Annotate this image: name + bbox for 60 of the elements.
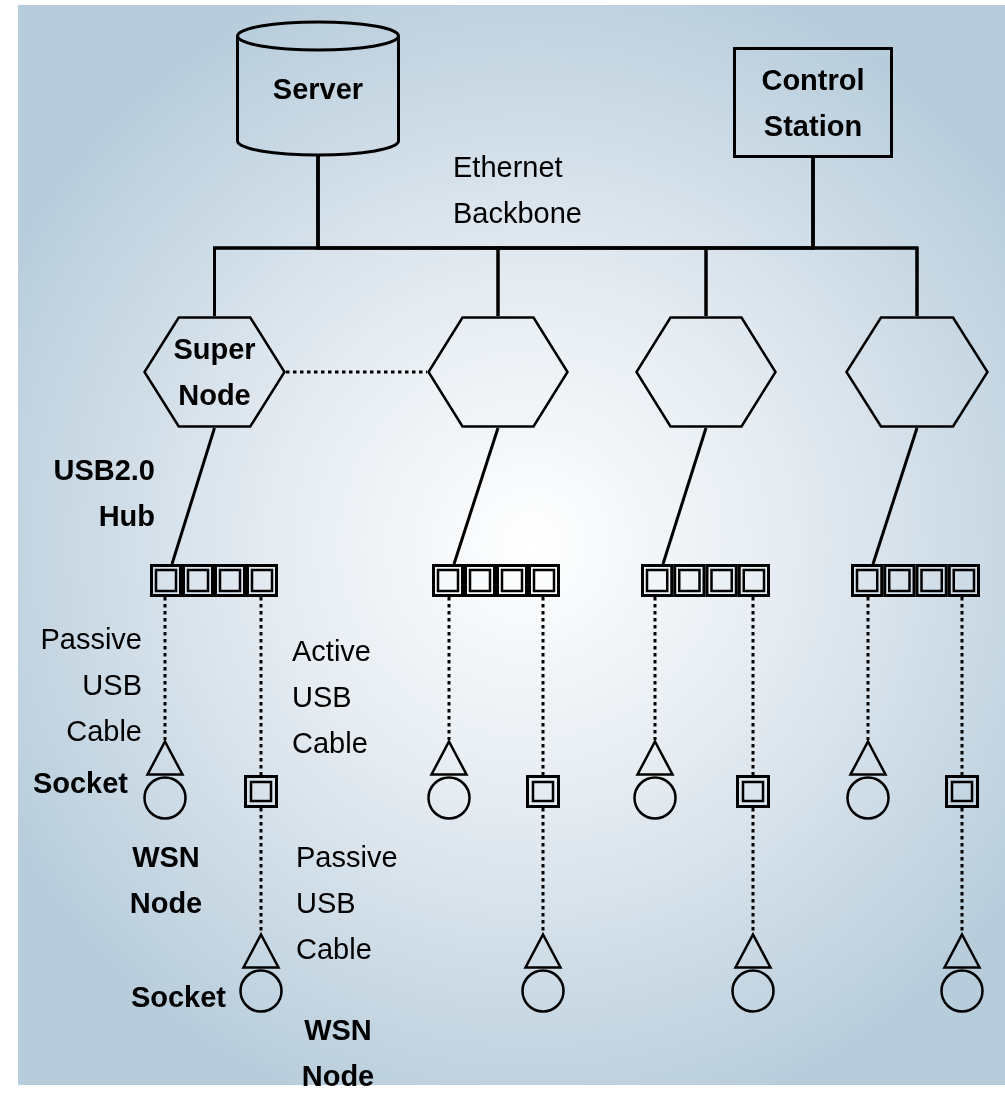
socket-triangle bbox=[943, 933, 981, 969]
connector-line bbox=[452, 427, 500, 565]
dotted-cable-line bbox=[541, 597, 545, 775]
connector-line bbox=[811, 158, 919, 316]
component-label: Socket bbox=[129, 980, 226, 1015]
sensor-node-circle bbox=[521, 969, 565, 1013]
socket-triangle bbox=[734, 933, 772, 969]
cable-label: Active USB Cable bbox=[292, 634, 372, 761]
node-label: Super Node bbox=[172, 332, 257, 413]
dotted-cable-line bbox=[259, 597, 263, 775]
component-label: USB2.0 Hub bbox=[52, 453, 155, 534]
dotted-cable-line bbox=[960, 808, 964, 933]
socket-triangle bbox=[524, 933, 562, 969]
hexagon-node bbox=[845, 316, 989, 428]
dotted-cable-line bbox=[751, 808, 755, 933]
usb-hub bbox=[851, 564, 980, 597]
usb-hub bbox=[150, 564, 278, 597]
sensor-node-circle bbox=[731, 969, 775, 1013]
socket-triangle bbox=[430, 740, 468, 776]
node-label: Control Station bbox=[760, 62, 866, 144]
hexagon-node bbox=[143, 316, 286, 428]
dotted-cable-line bbox=[751, 597, 755, 775]
socket-triangle bbox=[849, 740, 887, 776]
hexagon-node bbox=[427, 316, 569, 428]
repeater-box bbox=[526, 775, 560, 808]
repeater-box bbox=[244, 775, 278, 808]
hexagon-node bbox=[635, 316, 777, 428]
sensor-node-circle bbox=[427, 776, 471, 820]
node-label: Server bbox=[271, 71, 365, 107]
connector-line bbox=[170, 427, 216, 565]
socket-triangle bbox=[636, 740, 674, 776]
sensor-node-circle bbox=[846, 776, 890, 820]
usb-hub bbox=[432, 564, 560, 597]
sensor-node-circle bbox=[143, 776, 187, 820]
component-label: Socket bbox=[31, 766, 128, 801]
sensor-node-circle bbox=[633, 776, 677, 820]
dotted-cable-line bbox=[259, 808, 263, 933]
dotted-cable-line bbox=[163, 597, 167, 740]
connector-line bbox=[661, 427, 708, 565]
cable-label: Passive USB Cable bbox=[39, 622, 142, 749]
cable-label: Passive USB Cable bbox=[296, 840, 399, 967]
dotted-cable-line bbox=[866, 597, 870, 740]
socket-triangle bbox=[146, 740, 184, 776]
sensor-node-circle bbox=[239, 969, 283, 1013]
cable-label: Ethernet Backbone bbox=[453, 150, 583, 231]
connector-line bbox=[871, 427, 919, 565]
server-cylinder bbox=[236, 22, 400, 155]
dotted-cable-line bbox=[541, 808, 545, 933]
repeater-box bbox=[736, 775, 770, 808]
repeater-box bbox=[945, 775, 979, 808]
socket-triangle bbox=[242, 933, 280, 969]
dotted-cable-line bbox=[447, 597, 451, 740]
component-label: WSN Node bbox=[128, 840, 204, 921]
dotted-cable-line bbox=[960, 597, 964, 775]
component-label: WSN Node bbox=[300, 1013, 376, 1094]
sensor-node-circle bbox=[940, 969, 984, 1013]
usb-hub bbox=[641, 564, 770, 597]
station-box bbox=[733, 47, 893, 158]
dotted-cable-line bbox=[286, 370, 427, 374]
dotted-cable-line bbox=[653, 597, 657, 740]
